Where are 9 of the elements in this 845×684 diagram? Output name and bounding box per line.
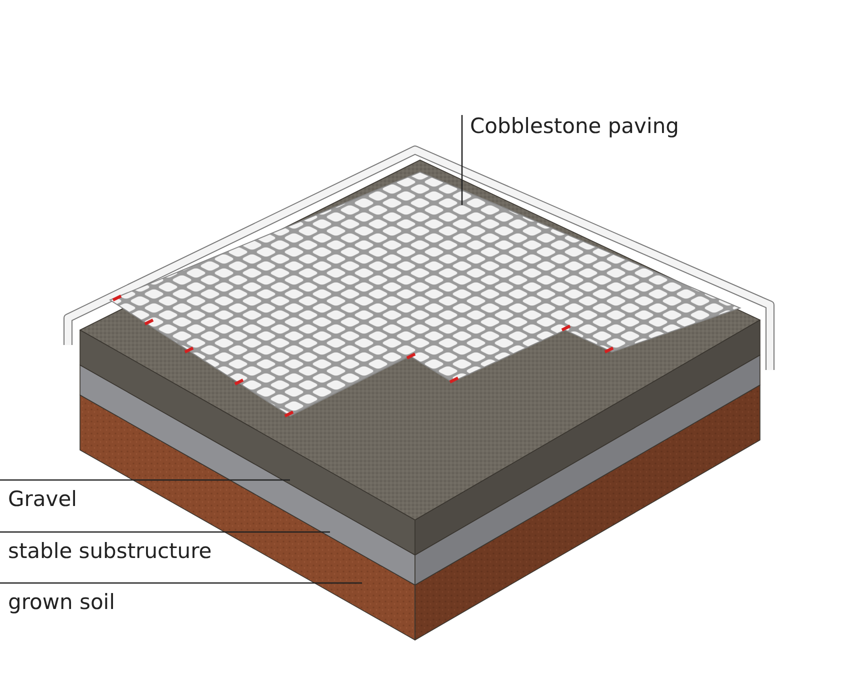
layer-label: grown soil	[8, 589, 115, 615]
layer-label: stable substructure	[8, 538, 212, 564]
part-label: Cobblestone paving	[470, 113, 679, 139]
soil-layer	[80, 384, 760, 640]
leader-line	[0, 582, 362, 584]
leader-line	[461, 115, 463, 205]
paving-drawing	[108, 171, 742, 418]
substructure-layer	[80, 354, 760, 586]
layer-label: Gravel	[8, 486, 77, 512]
